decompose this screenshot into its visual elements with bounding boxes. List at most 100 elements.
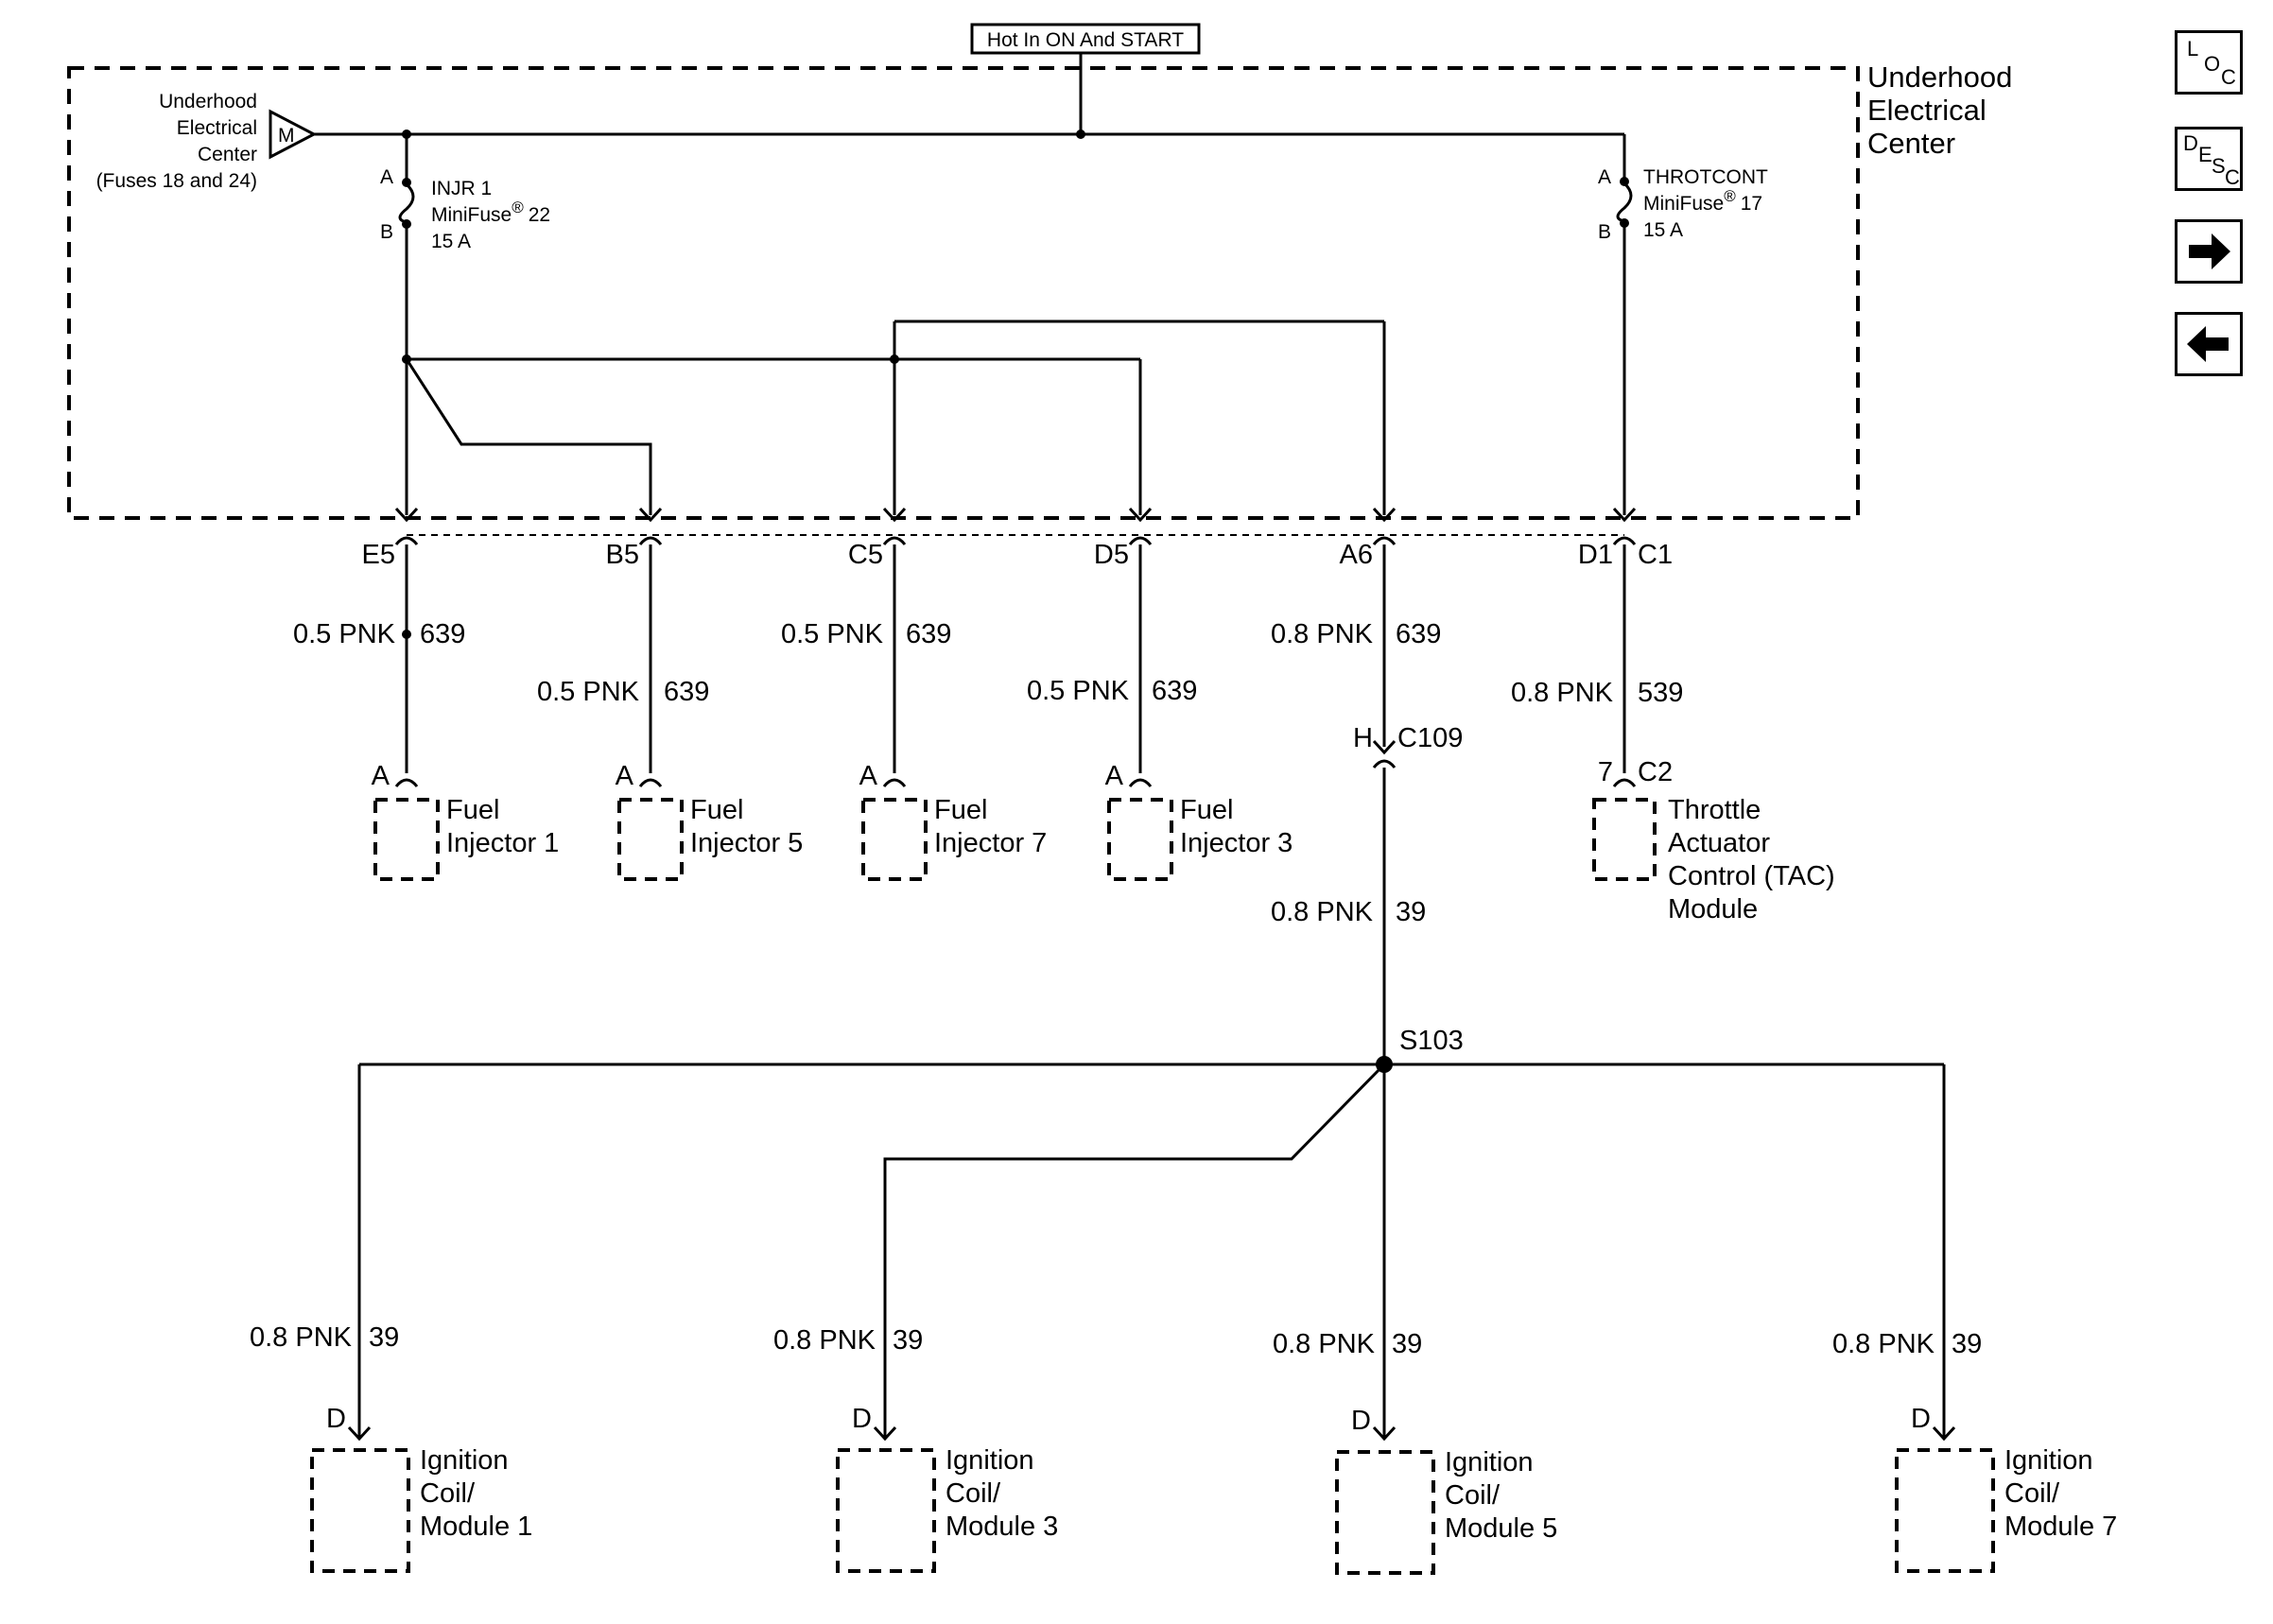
injector-label-line1: Fuel: [1180, 795, 1233, 825]
back-button[interactable]: [2175, 312, 2243, 376]
desc-letter-c: C: [2225, 165, 2240, 189]
wire-labels-upper: 0.5 PNK 639 0.5 PNK 639 0.5 PNK 639 0.5 …: [293, 619, 1683, 708]
splice-label: S103: [1399, 1026, 1464, 1056]
forward-button[interactable]: [2175, 219, 2243, 284]
wire-circuit: 639: [420, 619, 465, 649]
wire-gauge: 0.5 PNK: [293, 619, 396, 649]
throt-fuse-type-line: MiniFuse®17: [1643, 187, 1762, 215]
banner-text: Hot In ON And START: [987, 29, 1184, 51]
pin-h: H: [1353, 723, 1373, 753]
arrow-left-icon: [2187, 326, 2229, 362]
loc-letter-o: O: [2204, 52, 2221, 76]
desc-letter-s: S: [2212, 154, 2226, 178]
coil-label-line2: Coil/: [1445, 1480, 1501, 1511]
location-button[interactable]: L O C: [2175, 30, 2243, 95]
injector-label-line2: Injector 7: [934, 828, 1047, 858]
uec-title-line1: Underhood: [1867, 60, 2012, 94]
coil-pin: D: [852, 1404, 872, 1434]
throt-pin-a: A: [1598, 166, 1611, 188]
injector-label-line2: Injector 5: [690, 828, 803, 858]
tac-label-line2: Actuator: [1668, 828, 1770, 858]
source-line1: Underhood: [159, 91, 257, 112]
injr-fuse-type-line: MiniFuse®22: [431, 199, 550, 226]
ignition-distribution-wires: [357, 1063, 1946, 1439]
wire-gauge: 0.5 PNK: [781, 619, 884, 649]
bus-connector-icon: M: [269, 109, 318, 160]
uec-source-label: Underhood Electrical Center (Fuses 18 an…: [96, 91, 257, 192]
throtcont-fuse: A B THROTCONT MiniFuse®17 15 A: [1598, 134, 1768, 243]
injr-pin-b: B: [380, 221, 393, 243]
harness-wires: [402, 544, 1626, 773]
c109-connector: H C109: [1353, 723, 1463, 769]
wire-circuit: 39: [1396, 897, 1426, 927]
pin-e5: E5: [362, 540, 395, 570]
coil-label-line3: Module 1: [420, 1512, 532, 1542]
source-line4: (Fuses 18 and 24): [96, 170, 257, 192]
arrow-right-icon: [2189, 233, 2230, 269]
loc-letter-c: C: [2221, 65, 2236, 89]
connector-c109: C109: [1397, 723, 1463, 753]
loc-letter-l: L: [2187, 37, 2199, 60]
coil-label-line3: Module 7: [2004, 1512, 2117, 1542]
fuel-injector-3: A Fuel Injector 3: [1105, 761, 1293, 881]
uec-boundary: [67, 66, 1860, 520]
pin-d1: D1: [1578, 540, 1613, 570]
connector-terminals: [394, 507, 1637, 545]
desc-letter-d: D: [2183, 131, 2198, 155]
bus-letter: M: [278, 125, 295, 147]
tac-label-line1: Throttle: [1668, 795, 1761, 825]
coil-label-line1: Ignition: [420, 1445, 509, 1476]
fuel-injector-5: A Fuel Injector 5: [616, 761, 803, 881]
coil-pin: D: [1911, 1404, 1931, 1434]
wire-circuit: 639: [1396, 619, 1441, 649]
coil-label-line1: Ignition: [946, 1445, 1034, 1476]
injector-pin: A: [1105, 761, 1124, 791]
coil-label-line1: Ignition: [1445, 1447, 1534, 1477]
wire-circuit: 639: [906, 619, 951, 649]
coil-label-line3: Module 3: [946, 1512, 1058, 1542]
injector-pin: A: [372, 761, 390, 791]
internal-distribution-wires: [402, 223, 1626, 515]
wire-gauge: 0.5 PNK: [537, 677, 640, 707]
wire-circuit: 39: [893, 1325, 923, 1356]
ignition-coil-7: D Ignition Coil/ Module 7: [1895, 1404, 2117, 1573]
wire-gauge: 0.8 PNK: [1273, 1329, 1376, 1359]
injector-label-line1: Fuel: [934, 795, 987, 825]
wire-gauge: 0.5 PNK: [1027, 676, 1130, 706]
wire-circuit: 639: [1152, 676, 1197, 706]
ignition-coil-3: D Ignition Coil/ Module 3: [836, 1404, 1058, 1573]
description-button[interactable]: D E S C: [2175, 127, 2243, 191]
power-mode-banner: Hot In ON And START: [970, 23, 1201, 55]
coil-label-line1: Ignition: [2004, 1445, 2093, 1476]
tac-label-line4: Module: [1668, 894, 1758, 924]
injector-label-line1: Fuel: [690, 795, 743, 825]
coil-label-line2: Coil/: [2004, 1478, 2060, 1509]
source-line2: Electrical: [177, 117, 257, 139]
ignition-coil-5: D Ignition Coil/ Module 5: [1335, 1406, 1557, 1575]
pin-a6: A6: [1340, 540, 1373, 570]
injr-pin-a: A: [380, 166, 393, 188]
wire-circuit: 539: [1638, 678, 1683, 708]
component-terminals: [394, 778, 1637, 787]
coil-label-line3: Module 5: [1445, 1513, 1557, 1544]
source-line3: Center: [198, 144, 257, 165]
power-bus: [314, 53, 1624, 139]
wire-circuit: 39: [369, 1322, 399, 1353]
uec-title-line3: Center: [1867, 127, 1955, 160]
connector-c2: C2: [1638, 757, 1673, 787]
wire-circuit: 39: [1392, 1329, 1422, 1359]
injr-fuse-name: INJR 1: [431, 178, 492, 199]
fuel-injector-1: A Fuel Injector 1: [372, 761, 559, 881]
coil-label-line2: Coil/: [420, 1478, 476, 1509]
pin-b5: B5: [606, 540, 639, 570]
fuel-injector-7: A Fuel Injector 7: [859, 761, 1047, 881]
coil-pin: D: [326, 1404, 346, 1434]
coil-label-line2: Coil/: [946, 1478, 1001, 1509]
wire-labels-lower: 0.8 PNK 39 0.8 PNK 39 0.8 PNK 39 0.8 PNK…: [250, 1322, 1982, 1359]
injector-label-line2: Injector 1: [446, 828, 559, 858]
injector-pin: A: [616, 761, 634, 791]
wire-gauge: 0.8 PNK: [773, 1325, 876, 1356]
wire-gauge: 0.8 PNK: [1511, 678, 1614, 708]
ignition-arrows: [347, 1425, 1956, 1442]
connector-c1: C1: [1638, 540, 1673, 570]
